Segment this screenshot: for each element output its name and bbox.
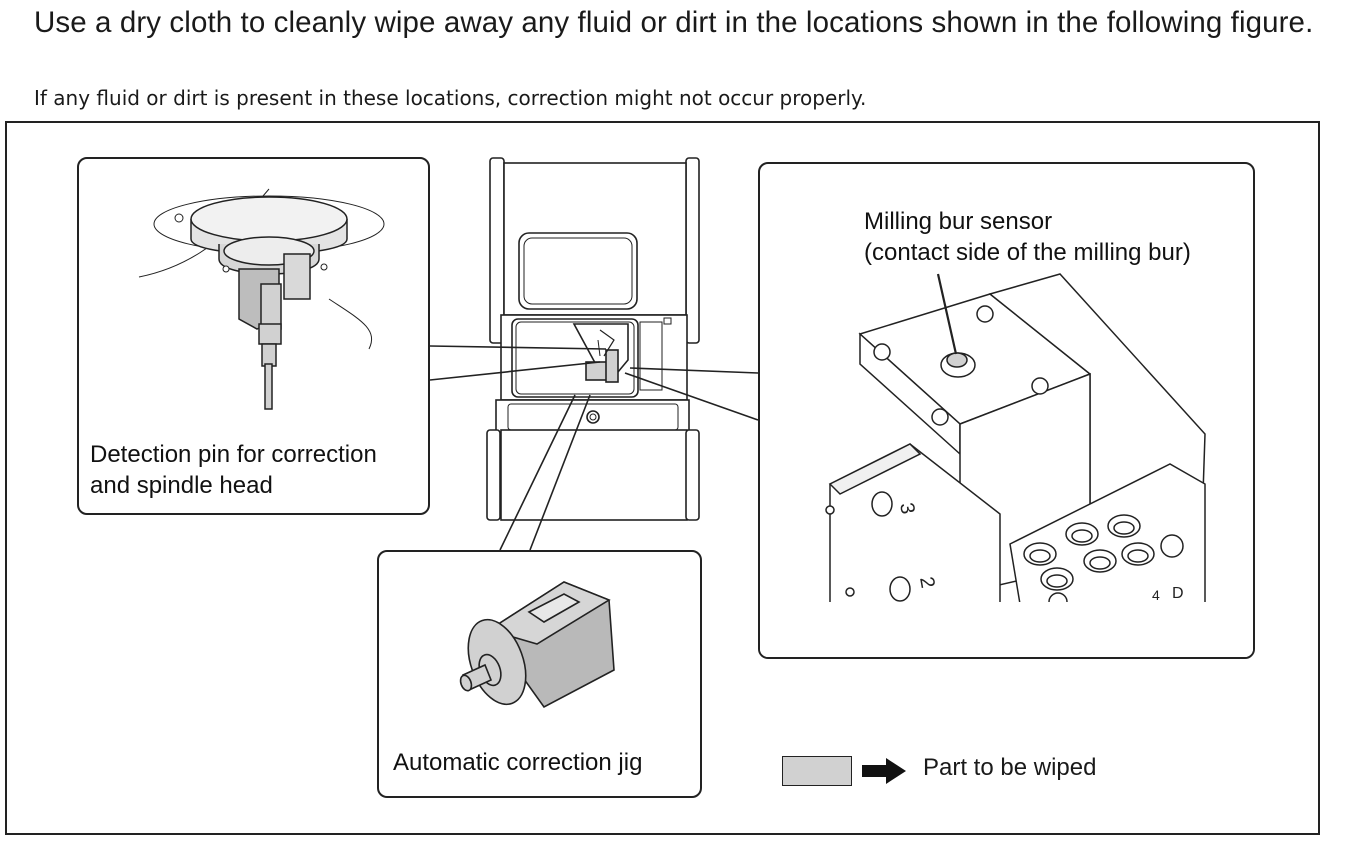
callout-spindle-head: Detection pin for correction and spindle… xyxy=(77,157,430,515)
correction-jig-label: Automatic correction jig xyxy=(393,749,643,776)
magazine-number-3: 3 xyxy=(895,501,919,516)
magazine-number-4: 4 xyxy=(1152,587,1160,603)
detection-pin xyxy=(264,363,273,410)
legend-label: Part to be wiped xyxy=(923,754,1097,781)
spindle-head-label-line1: Detection pin for correction xyxy=(90,441,377,468)
magazine-number-2: 2 xyxy=(915,575,939,590)
correction-jig-illustration xyxy=(459,581,615,709)
callout-milling-bur-sensor: 3 2 4 D Milling bur sensor (contact side… xyxy=(758,162,1255,659)
machine-window xyxy=(518,232,638,310)
instruction-note: If any fluid or dirt is present in these… xyxy=(34,86,867,110)
milling-bur-sensor-illustration: 3 2 4 D xyxy=(760,273,1253,657)
magazine-letter-d: D xyxy=(1172,585,1184,602)
legend-swatch xyxy=(782,756,852,786)
milling-bur-sensor-label-line2: (contact side of the milling bur) xyxy=(864,239,1191,266)
machine-base xyxy=(500,429,688,521)
sensor-contact-surface xyxy=(946,352,968,368)
instruction-heading: Use a dry cloth to cleanly wipe away any… xyxy=(34,6,1314,39)
milling-bur-sensor-label-line1: Milling bur sensor xyxy=(864,208,1053,235)
machine-right-rail xyxy=(685,157,700,344)
right-arrow-icon xyxy=(862,758,906,784)
spindle-head-illustration xyxy=(138,188,385,410)
figure-frame xyxy=(5,121,1320,835)
spindle-head-label-line2: and spindle head xyxy=(90,472,273,499)
callout-correction-jig: Automatic correction jig xyxy=(377,550,702,798)
